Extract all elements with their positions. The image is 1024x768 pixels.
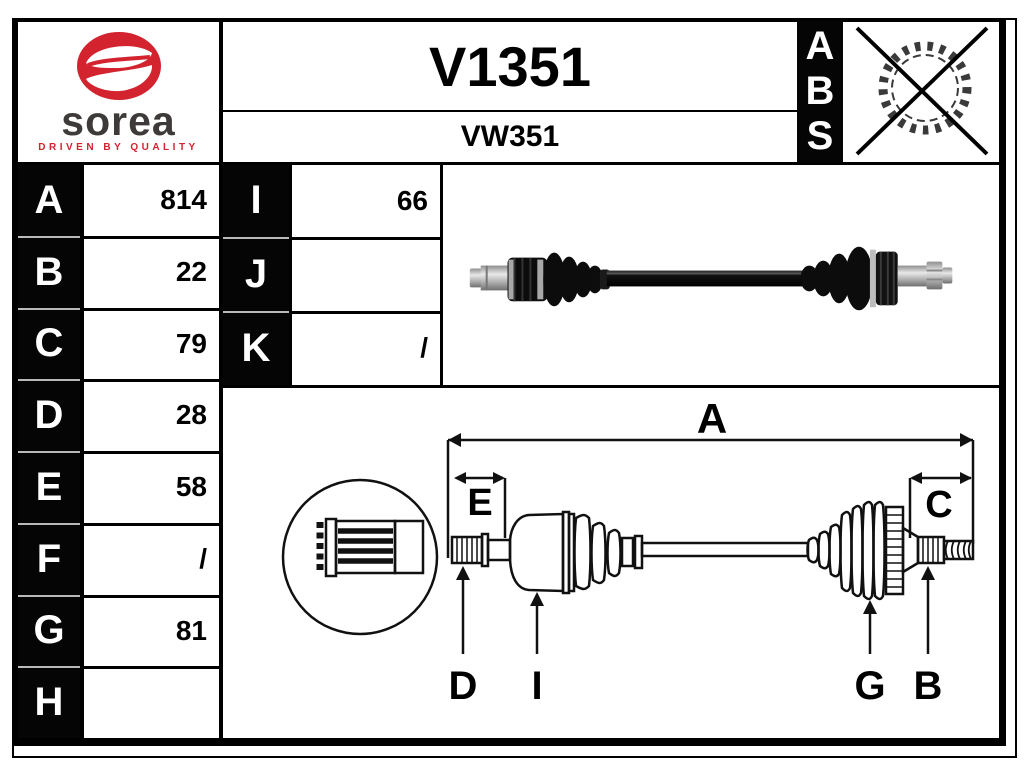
- value-e: 58: [175, 471, 207, 502]
- value-b: 22: [175, 256, 207, 287]
- row-line-gray: [18, 379, 80, 381]
- value-k: /: [420, 332, 428, 363]
- row-line: [292, 311, 440, 314]
- divider-partnumber-rows: [223, 110, 797, 112]
- brand-name: sorea: [61, 98, 176, 144]
- right-border-thick: [999, 20, 1006, 746]
- value-g: 81: [175, 614, 207, 646]
- left-table-column-divider: [80, 164, 84, 738]
- divider-photo-diagram: [223, 385, 1006, 388]
- row-label-b: B: [34, 249, 64, 294]
- row-label-h: H: [34, 679, 64, 724]
- row-line-gray: [18, 595, 80, 597]
- value-i: 66: [396, 184, 428, 216]
- driveshaft-line-drawing: A E C D I G B: [281, 395, 975, 708]
- value-f: /: [199, 543, 207, 574]
- diagram-ptr-b: B: [914, 664, 943, 708]
- abs-label-strip: A B S: [797, 20, 843, 162]
- left-border: [14, 20, 18, 746]
- brand-tagline: DRIVEN BY QUALITY: [38, 142, 199, 153]
- abs-letter-s: S: [806, 113, 834, 158]
- row-label-k: K: [241, 325, 271, 370]
- row-label-i: I: [250, 178, 262, 222]
- value-c: 79: [175, 327, 207, 359]
- part-number: V1351: [429, 34, 591, 98]
- diagram-ptr-g: G: [854, 664, 885, 708]
- row-line-gray: [18, 308, 80, 310]
- row-label-g: G: [33, 608, 65, 652]
- row-label-j: J: [244, 251, 268, 296]
- row-line-gray: [18, 523, 80, 525]
- product-photo: [443, 165, 999, 385]
- brand-logo: sorea DRIVEN BY QUALITY: [18, 22, 219, 162]
- divider-header-body: [14, 162, 1006, 165]
- diagram-ptr-i: I: [531, 664, 542, 708]
- row-label-d: D: [34, 392, 64, 437]
- row-line-gray: [223, 237, 289, 239]
- crossed-out-gear-icon: [855, 26, 989, 156]
- row-line-gray: [18, 236, 80, 238]
- abs-letter-b: B: [805, 68, 835, 113]
- abs-letter-a: A: [805, 23, 835, 68]
- diagram-dim-e: E: [467, 482, 492, 524]
- value-j: [292, 237, 440, 311]
- technical-diagram: A E C D I G B: [223, 388, 999, 738]
- row-line-gray: [18, 666, 80, 668]
- row-label-c: C: [34, 321, 64, 365]
- value-d: 28: [175, 399, 207, 430]
- row-line: [84, 666, 219, 669]
- value-h: [84, 666, 219, 738]
- row-line-gray: [18, 451, 80, 453]
- row-line: [292, 237, 440, 240]
- row-label-a: A: [34, 177, 64, 222]
- diagram-dim-a: A: [697, 395, 727, 442]
- row-line-gray: [223, 311, 289, 313]
- mid-table-column-divider: [289, 164, 292, 385]
- diagram-ptr-d: D: [449, 664, 478, 708]
- divider-midtable-photo: [440, 164, 443, 385]
- value-a: 814: [160, 184, 207, 215]
- row-line: [84, 451, 219, 454]
- top-border: [14, 20, 1002, 22]
- sorea-oval-s-logo: [76, 32, 161, 100]
- row-label-f: F: [36, 536, 62, 581]
- row-line: [84, 523, 219, 526]
- part-reference: VW351: [460, 120, 560, 153]
- bottom-border-thick: [14, 738, 1006, 746]
- row-line: [84, 308, 219, 311]
- diagram-dim-c: C: [925, 484, 952, 526]
- mid-table-label-column: [223, 164, 289, 385]
- row-line: [84, 236, 219, 239]
- row-line: [84, 595, 219, 598]
- row-label-e: E: [35, 464, 63, 509]
- driveshaft-photo: [469, 246, 953, 311]
- abs-ring-cell: [843, 22, 999, 162]
- outer-frame: [12, 18, 1017, 758]
- divider-logo-partnumber: [219, 20, 223, 746]
- row-line: [84, 379, 219, 382]
